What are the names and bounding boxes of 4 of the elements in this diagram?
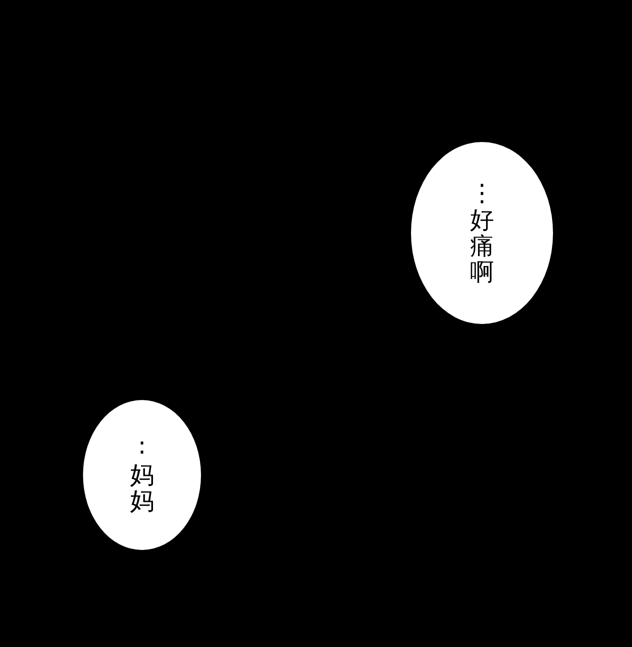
speech-text: ∶妈妈 [130,435,154,515]
speech-bubble [410,141,554,325]
speech-bubble [82,399,202,551]
speech-text: ⋮好痛啊 [470,180,494,286]
